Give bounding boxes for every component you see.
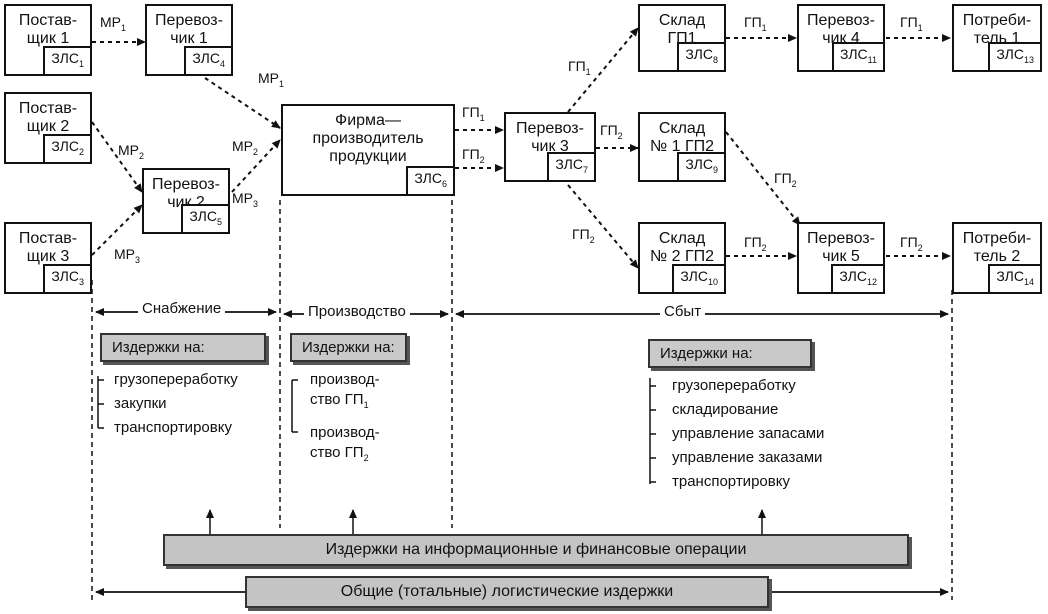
flow-label-mp1b: МР1: [258, 70, 285, 89]
info-costs-bar: Издержки на информационные и финансовые …: [163, 534, 909, 566]
total-costs-bar: Общие (тотальные) логистические издержки: [245, 576, 769, 608]
cost-item: закупки: [114, 395, 167, 412]
node-name: Постав- щик 1: [18, 12, 78, 47]
arrow-c3-w1: [567, 27, 639, 113]
zls-label: ЗЛС9: [677, 152, 724, 180]
flow-label-gp2f: ГП2: [900, 234, 923, 253]
arrow-s2-c2: [91, 121, 143, 193]
zls-label: ЗЛС10: [672, 264, 724, 292]
cost-header-supply: Издержки на:: [100, 333, 266, 362]
node-name: Перевоз- чик 3: [516, 120, 584, 155]
cost-item: производ- ство ГП1: [310, 371, 380, 410]
zls-label: ЗЛС8: [677, 42, 724, 70]
flow-label-gp1c: ГП1: [744, 14, 767, 33]
flow-label-gp1b: ГП1: [568, 58, 591, 77]
node-name: Склад № 2 ГП2: [649, 230, 714, 265]
flow-label-gp2d: ГП2: [774, 170, 797, 189]
cost-list-production: производ- ство ГП1 производ- ство ГП2: [310, 370, 380, 468]
zls-label: ЗЛС2: [43, 134, 90, 162]
arrow-c1-firm: [204, 77, 281, 129]
zls-label: ЗЛС3: [43, 264, 90, 292]
stage-label-sales: Сбыт: [660, 303, 706, 320]
cost-item: складирование: [672, 401, 779, 418]
flow-label-mp2a: МР2: [118, 142, 145, 161]
node-name: Постав- щик 3: [18, 230, 78, 265]
cost-list-sales: грузопереработку складирование управлени…: [672, 374, 824, 494]
cost-item: управление запасами: [672, 425, 825, 442]
zls-label: ЗЛС13: [988, 42, 1040, 70]
flow-label-gp1a: ГП1: [462, 104, 485, 123]
flow-label-gp2c: ГП2: [572, 226, 595, 245]
node-name: Перевоз- чик 5: [807, 230, 875, 265]
arrow-c3-w3: [567, 184, 639, 269]
cost-list-supply: грузопереработку закупки транспортировку: [114, 368, 238, 440]
zls-label: ЗЛС7: [547, 152, 594, 180]
flow-label-gp2e: ГП2: [744, 234, 767, 253]
zls-label: ЗЛС5: [181, 204, 228, 232]
flow-label-gp1d: ГП1: [900, 14, 923, 33]
flow-label-mp3a: МР3: [232, 190, 259, 209]
flow-label-mp2b: МР2: [232, 138, 259, 157]
cost-item: грузопереработку: [672, 377, 796, 394]
zls-label: ЗЛС11: [832, 42, 883, 70]
zls-label: ЗЛС6: [406, 166, 453, 194]
flow-label-mp1a: МР1: [100, 14, 127, 33]
zls-label: ЗЛС4: [184, 46, 231, 74]
cost-item: управление заказами: [672, 449, 823, 466]
node-name: Фирма— производитель продукции: [312, 112, 424, 165]
cost-header-sales: Издержки на:: [648, 339, 812, 368]
arrow-w2-c5: [725, 131, 801, 226]
cost-item: транспортировку: [672, 473, 790, 490]
stage-label-supply: Снабжение: [138, 300, 226, 317]
zls-label: ЗЛС12: [831, 264, 883, 292]
cost-item: производ- ство ГП2: [310, 424, 380, 463]
node-name: Постав- щик 2: [18, 100, 78, 135]
cost-item: грузопереработку: [114, 371, 238, 388]
cost-header-production: Издержки на:: [290, 333, 407, 362]
zls-label: ЗЛС14: [988, 264, 1040, 292]
node-name: Склад № 1 ГП2: [649, 120, 714, 155]
zls-label: ЗЛС1: [43, 46, 90, 74]
flow-label-mp3b: МР3: [114, 246, 141, 265]
arrow-s3-c2: [91, 204, 143, 256]
stage-label-production: Производство: [304, 303, 410, 320]
node-name: Потреби- тель 2: [962, 230, 1032, 265]
flow-label-gp2b: ГП2: [600, 122, 623, 141]
arrow-c2-firm: [231, 139, 281, 193]
cost-item: транспортировку: [114, 419, 232, 436]
node-name: Перевоз- чик 1: [155, 12, 223, 47]
flow-label-gp2a: ГП2: [462, 146, 485, 165]
